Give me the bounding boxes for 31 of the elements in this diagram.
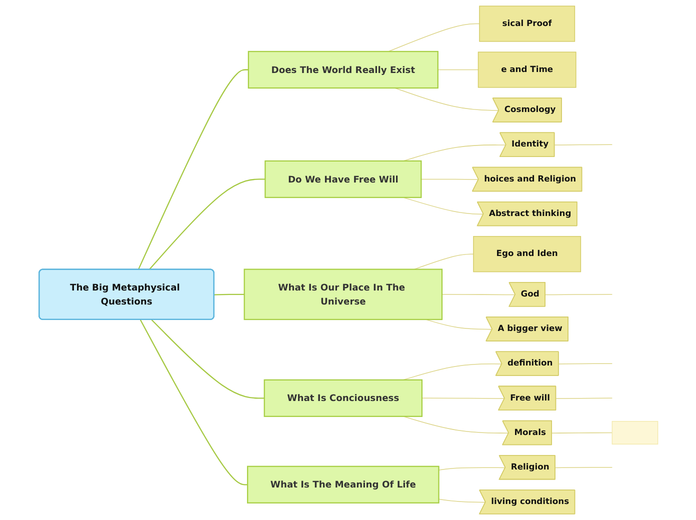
connector [544,294,612,296]
connector [214,294,244,296]
connector [139,320,248,486]
node-box: Does The World Really Exist [247,50,438,89]
connector [148,178,265,270]
connector [438,498,486,503]
connector [437,69,478,70]
connector [558,363,612,364]
connector [150,319,264,399]
node-box: What Is The Meaning Of Life [246,466,439,504]
connector [388,23,480,52]
connector [420,178,479,180]
connector [402,416,509,434]
node-box: e and Time [477,52,576,88]
connector [421,398,505,399]
node-box: Do We Have Free Will [264,160,422,198]
connector [402,197,484,215]
connector [554,466,612,468]
connector [438,467,506,471]
node-box: Ego and Iden [472,236,581,272]
connector [555,398,612,399]
connector [441,294,516,296]
node-box: What Is Conciousness [263,379,422,417]
node-box: sical Proof [478,6,575,42]
node-box [611,420,658,445]
connector [425,319,492,330]
connector [394,88,500,111]
connector [137,69,248,270]
node-box: What Is Our Place In The Universe [243,268,442,320]
connector [554,144,612,146]
connector [551,432,612,434]
